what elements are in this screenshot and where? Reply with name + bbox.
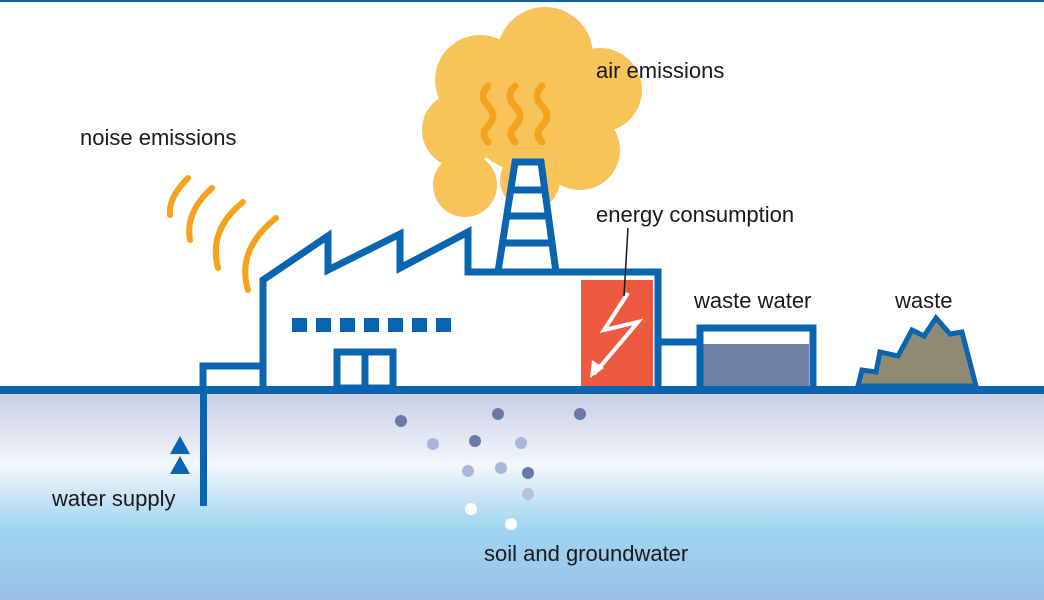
waste-pile — [854, 313, 980, 389]
up-arrows-icon — [170, 436, 190, 474]
lightning-arrowhead — [590, 360, 604, 378]
soil-particles — [395, 408, 586, 530]
waste-water-tank-fill — [703, 344, 809, 388]
noise-emissions-label: noise emissions — [80, 125, 237, 150]
heat-waves-icon — [479, 82, 551, 146]
water-annex — [199, 362, 263, 388]
water-pipe — [200, 388, 207, 506]
top-border — [0, 0, 1044, 2]
factory-door — [333, 348, 397, 392]
ground-area — [0, 392, 1044, 600]
energy-pointer-line — [623, 227, 629, 297]
lightning-icon — [592, 291, 644, 376]
soil-groundwater-label: soil and groundwater — [484, 541, 689, 566]
waste-label: waste — [895, 288, 953, 313]
air-emissions-label: air emissions — [596, 58, 725, 83]
energy-consumption-label: energy consumption — [596, 202, 795, 227]
chimney-tower — [493, 158, 561, 276]
waste-water-label: waste water — [694, 288, 812, 313]
waste-water-tank — [696, 324, 817, 388]
noise-arcs-icon — [166, 175, 279, 293]
ground-line — [0, 386, 1044, 394]
window-row — [292, 318, 451, 332]
water-supply-label: water supply — [52, 486, 176, 511]
